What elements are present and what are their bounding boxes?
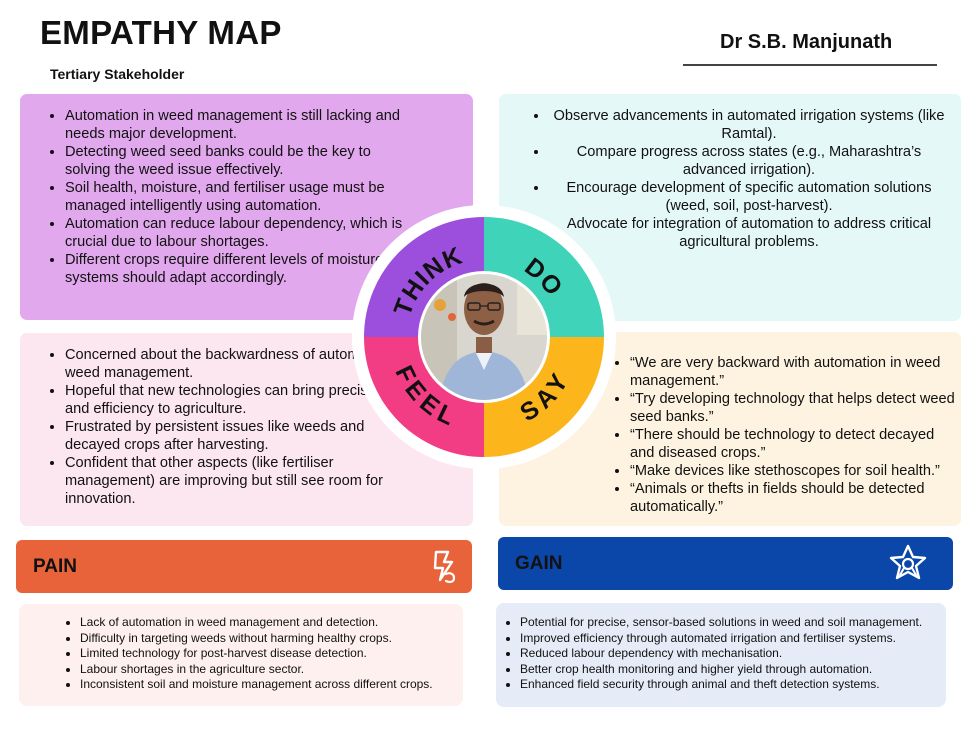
do-item: Advocate for integration of automation t… — [549, 215, 949, 251]
do-item: Compare progress across states (e.g., Ma… — [549, 143, 949, 179]
pain-item: Difficulty in targeting weeds without ha… — [80, 631, 463, 647]
feel-item: Confident that other aspects (like ferti… — [65, 454, 415, 508]
pain-item: Labour shortages in the agriculture sect… — [80, 662, 463, 678]
pain-header: PAIN — [16, 540, 472, 593]
feel-item: Concerned about the backwardness of auto… — [65, 346, 415, 382]
gain-header: GAIN — [498, 537, 953, 590]
pain-label: PAIN — [33, 556, 77, 577]
say-list: “We are very backward with automation in… — [630, 354, 955, 516]
think-item: Detecting weed seed banks could be the k… — [65, 143, 405, 179]
say-item: “There should be technology to detect de… — [630, 426, 955, 462]
empathy-wheel: THINK DO FEEL SAY — [352, 205, 616, 469]
feel-item: Frustrated by persistent issues like wee… — [65, 418, 415, 454]
pain-item: Limited technology for post-harvest dise… — [80, 646, 463, 662]
think-item: Soil health, moisture, and fertiliser us… — [65, 179, 405, 215]
avatar — [421, 274, 547, 400]
author-name: Dr S.B. Manjunath — [720, 31, 893, 53]
think-item: Automation can reduce labour dependency,… — [65, 215, 405, 251]
pain-list: Lack of automation in weed management an… — [80, 615, 463, 693]
feel-list: Concerned about the backwardness of auto… — [65, 346, 415, 508]
do-item: Observe advancements in automated irriga… — [549, 107, 949, 143]
gain-item: Enhanced field security through animal a… — [520, 677, 946, 693]
gain-item: Better crop health monitoring and higher… — [520, 662, 946, 678]
pain-item: Lack of automation in weed management an… — [80, 615, 463, 631]
gain-item: Improved efficiency through automated ir… — [520, 631, 946, 647]
say-item: “Try developing technology that helps de… — [630, 390, 955, 426]
do-item: Encourage development of specific automa… — [549, 179, 949, 215]
think-panel: Automation in weed management is still l… — [20, 94, 473, 320]
say-item: “We are very backward with automation in… — [630, 354, 955, 390]
do-list: Observe advancements in automated irriga… — [549, 107, 949, 251]
gain-item: Reduced labour dependency with mechanisa… — [520, 646, 946, 662]
think-item: Automation in weed management is still l… — [65, 107, 405, 143]
gain-label: GAIN — [515, 553, 563, 574]
gain-list-panel: Potential for precise, sensor-based solu… — [496, 603, 946, 707]
say-item: “Animals or thefts in fields should be d… — [630, 480, 955, 516]
gain-list: Potential for precise, sensor-based solu… — [520, 615, 946, 693]
think-list: Automation in weed management is still l… — [65, 107, 405, 287]
page-title: EMPATHY MAP — [40, 14, 282, 51]
pain-item: Inconsistent soil and moisture managemen… — [80, 677, 463, 693]
think-item: Different crops require different levels… — [65, 251, 405, 287]
lightning-hand-icon — [426, 548, 462, 592]
page-subtitle: Tertiary Stakeholder — [50, 66, 185, 82]
author-underline — [683, 64, 937, 66]
say-item: “Make devices like stethoscopes for soil… — [630, 462, 955, 480]
feel-item: Hopeful that new technologies can bring … — [65, 382, 415, 418]
star-badge-icon — [886, 543, 930, 591]
gain-item: Potential for precise, sensor-based solu… — [520, 615, 946, 631]
pain-list-panel: Lack of automation in weed management an… — [19, 604, 463, 706]
